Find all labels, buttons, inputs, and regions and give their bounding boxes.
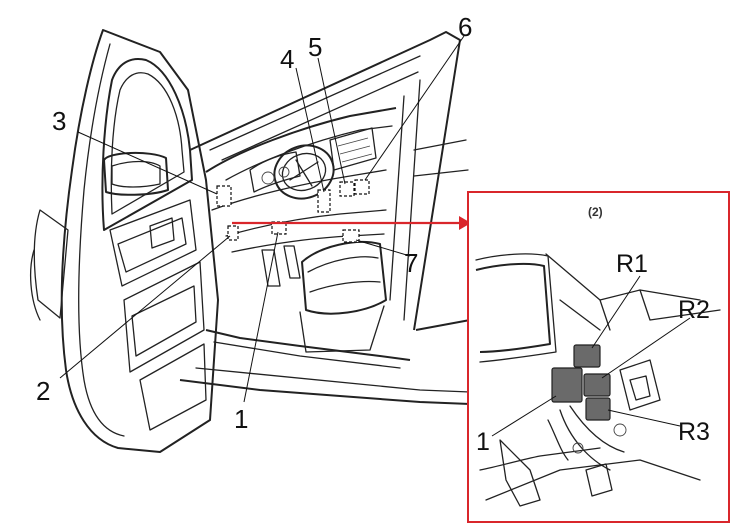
callout-5: 5 <box>308 32 322 62</box>
relay-block-1 <box>551 367 583 403</box>
callout-2: 2 <box>36 376 50 406</box>
callout-4: 4 <box>280 44 294 74</box>
inset-label-1: 1 <box>476 428 490 456</box>
relay-r1 <box>573 344 601 368</box>
callout-numbers: 3 2 1 4 5 6 7 <box>36 12 472 434</box>
relays <box>551 344 611 421</box>
inset-leader-lines <box>491 275 691 437</box>
callout-6: 6 <box>458 12 472 42</box>
vehicle-illustration <box>30 29 471 453</box>
location-marker-3 <box>216 185 232 207</box>
location-marker-5 <box>339 181 355 197</box>
location-marker-6 <box>354 179 370 195</box>
callout-3: 3 <box>52 106 66 136</box>
inset-illustration <box>475 253 721 507</box>
inset-label-r2: R2 <box>678 296 710 324</box>
relay-r3 <box>585 397 611 421</box>
location-marker-2 <box>227 225 239 241</box>
callout-1: 1 <box>234 404 248 434</box>
detail-arrow <box>232 216 471 230</box>
location-marker-4 <box>317 189 331 213</box>
callout-7: 7 <box>404 248 418 278</box>
callout-leader-lines <box>59 35 465 403</box>
location-marker-7 <box>342 229 360 243</box>
inset-label-r3: R3 <box>678 418 710 446</box>
detail-inset: (2) <box>467 191 730 523</box>
inset-title: (2) <box>588 205 603 219</box>
inset-label-r1: R1 <box>616 250 648 278</box>
relay-r2 <box>583 373 611 397</box>
